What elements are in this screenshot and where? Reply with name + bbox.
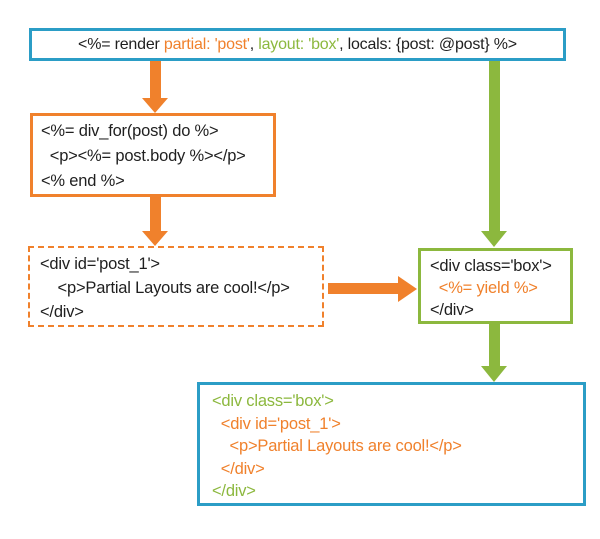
code-line: </div> [212, 482, 256, 500]
code-segment-partial: partial: 'post' [163, 35, 250, 53]
code-line: </div> [40, 303, 84, 321]
code-line: <% end %> [41, 172, 125, 190]
code-line: <p><%= post.body %></p> [41, 147, 246, 165]
arrow-shaft [150, 61, 161, 98]
code-line-yield: <%= yield %> [430, 279, 538, 297]
code-line: <p>Partial Layouts are cool!</p> [40, 279, 290, 297]
code-line: </div> [212, 459, 265, 478]
code-line: <div id='post_1'> [212, 414, 341, 433]
code-line: <div id='post_1'> [40, 255, 160, 273]
code-segment-layout: layout: 'box' [258, 35, 340, 53]
code-line: <p>Partial Layouts are cool!</p> [212, 437, 462, 455]
arrow-head [398, 276, 417, 302]
code-line: <div class='box'> [212, 392, 334, 410]
arrow-shaft [150, 196, 161, 231]
final-output-box: <div class='box'> <div id='post_1'> <p>P… [197, 382, 586, 506]
partial-output-box: <div id='post_1'> <p>Partial Layouts are… [28, 246, 324, 327]
code-segment: <%= render [78, 35, 164, 53]
arrow-head [142, 98, 168, 113]
render-call-box: <%= render partial: 'post' , layout: 'bo… [29, 28, 566, 61]
code-line: </div> [430, 301, 474, 319]
code-segment: , [249, 35, 259, 53]
code-segment: , locals: {post: @post} %> [339, 35, 517, 53]
arrow-head [481, 366, 507, 382]
partial-template-box: <%= div_for(post) do %> <p><%= post.body… [30, 113, 276, 197]
layout-template-box: <div class='box'> <%= yield %> </div> [418, 248, 573, 324]
arrow-shaft [489, 61, 500, 231]
code-line: <%= div_for(post) do %> [41, 122, 219, 140]
code-line: <div class='box'> [430, 257, 552, 275]
arrow-shaft [489, 323, 500, 366]
arrow-shaft [328, 283, 398, 294]
arrow-head [142, 231, 168, 246]
arrow-head [481, 231, 507, 247]
